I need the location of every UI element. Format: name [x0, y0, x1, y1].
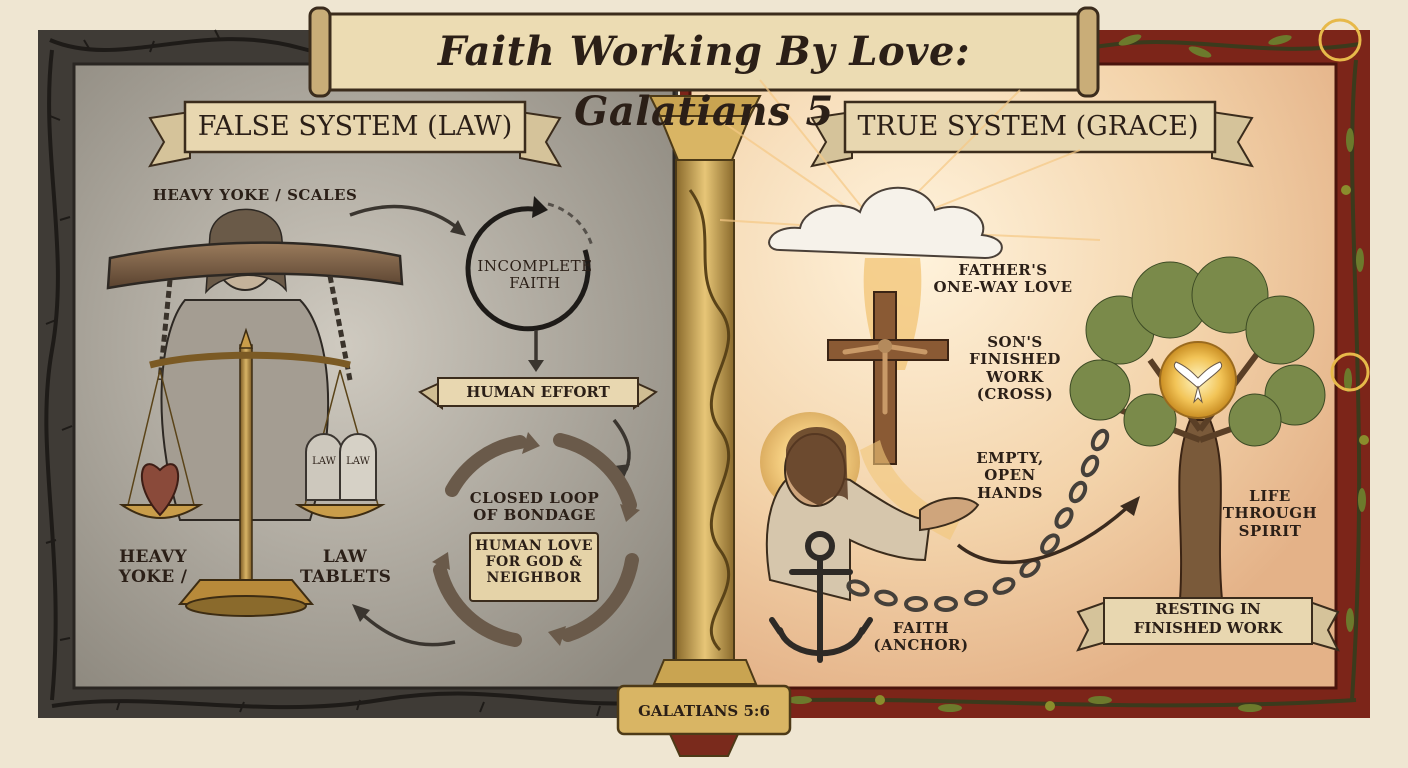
halo-ornament-icon [1318, 18, 1362, 62]
tree-of-life [1069, 256, 1326, 612]
law-tablets-label: LAW TABLETS [300, 547, 392, 587]
law-tablets-icon [305, 433, 377, 501]
sons-work-label: SON'S FINISHED WORK (CROSS) [969, 333, 1061, 403]
open-hands-label: EMPTY, OPEN HANDS [976, 449, 1044, 502]
spirit-life-label: LIFE THROUGH SPIRIT [1222, 487, 1318, 540]
title-scroll [308, 6, 1100, 98]
flow-arrows [349, 204, 631, 647]
open-hands-icon [919, 497, 980, 532]
tablet-inscription-left: LAW [312, 456, 336, 467]
growth-arrow [956, 496, 1140, 565]
jesus-figure [760, 412, 980, 602]
cross-icon [827, 291, 949, 465]
left-heading-banner [148, 100, 562, 168]
heavenly-cloud [768, 186, 1003, 260]
yoke-scales-label: HEAVY YOKE / SCALES [152, 186, 358, 204]
page-title: Faith Working By Love: Galatians 5 [437, 28, 971, 135]
anchor-icon [769, 531, 873, 663]
human-heart-icon [140, 463, 180, 517]
faith-anchor-label: FAITH (ANCHOR) [873, 619, 969, 655]
central-pillar [648, 95, 762, 685]
fathers-love-label: FATHER'S ONE-WAY LOVE [933, 261, 1073, 297]
closed-loop-label: CLOSED LOOP OF BONDAGE [469, 489, 600, 525]
false-system-heading: FALSE SYSTEM (LAW) [197, 111, 513, 142]
incomplete-faith-circle [465, 196, 594, 332]
resting-banner [1076, 597, 1340, 652]
scripture-reference: GALATIANS 5:6 [638, 702, 770, 720]
right-heading-banner [810, 100, 1254, 168]
incomplete-faith-label: INCOMPLETE FAITH [477, 257, 593, 293]
human-love-plaque [469, 532, 599, 602]
light-rays [719, 79, 1101, 241]
human-love-label: HUMAN LOVE FOR GOD & NEIGHBOR [475, 538, 593, 587]
resting-label: RESTING IN FINISHED WORK [1133, 600, 1283, 637]
chain-icon [846, 428, 1110, 612]
tablet-inscription-right: LAW [346, 456, 370, 467]
human-effort-banner [418, 377, 658, 410]
holy-spirit-dove-icon [1159, 341, 1237, 419]
footer-plaque [616, 684, 792, 757]
closed-loop-arrows [433, 433, 639, 647]
heavy-yoke-label: HEAVY YOKE / [118, 547, 188, 587]
balance-scales [118, 327, 386, 617]
true-system-heading: TRUE SYSTEM (GRACE) [857, 111, 1199, 142]
human-effort-label: HUMAN EFFORT [466, 383, 610, 401]
